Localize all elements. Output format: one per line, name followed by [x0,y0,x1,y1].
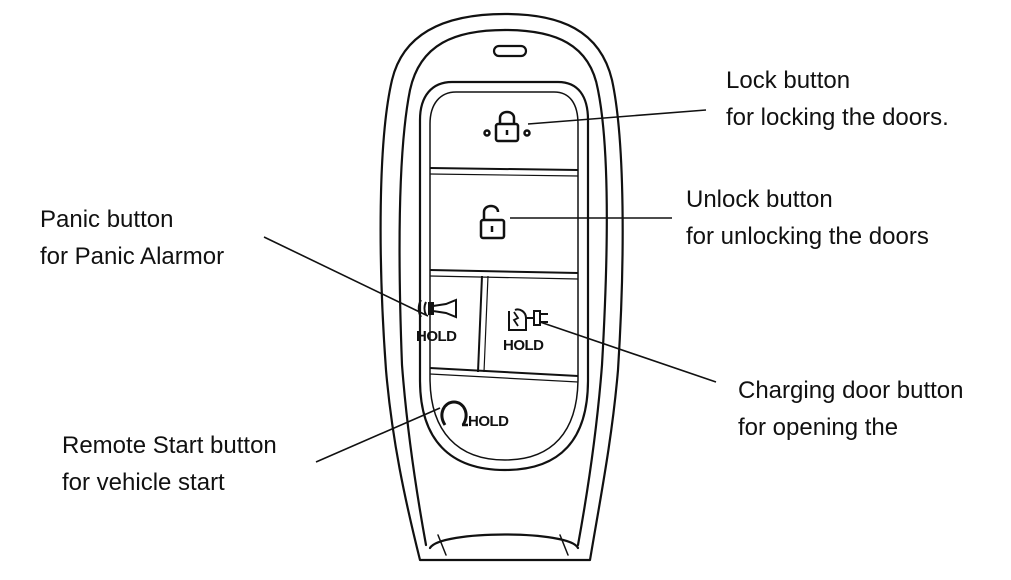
charging-callout-title: Charging door button [738,377,964,404]
panic-hold-label: HOLD [416,328,457,345]
divider-lock-unlock [429,167,579,171]
fob-led-slot [492,44,528,58]
remote-start-button[interactable]: HOLD [432,384,576,454]
leader-line-charging [539,321,717,383]
charging-callout-desc: for opening the [738,414,899,441]
panic-button[interactable]: HOLD [416,281,480,369]
lock-callout-desc: for locking the doors. [726,104,949,131]
fob-button-panel [418,80,590,472]
fob-button-panel-inner [429,91,579,461]
unlock-callout: Unlock button for unlocking the doors [686,181,929,255]
divider-panic-charge [477,275,483,373]
leader-line-remote-start [315,407,441,463]
lock-callout-title: Lock button [726,67,851,94]
remote-start-callout-title: Remote Start button [62,432,277,459]
leader-line-panic [263,236,429,317]
charging-hold-label: HOLD [503,337,544,354]
unlock-button[interactable] [432,178,576,268]
panic-callout-title: Panic button [40,206,174,233]
fob-outer-shell [379,12,624,562]
panic-callout: Panic button for Panic Alarmor [40,201,224,275]
remote-start-callout-desc: for vehicle start [62,469,225,496]
lock-button[interactable] [432,94,576,166]
leader-line-lock [527,109,707,125]
fob-key-slot [428,533,580,550]
remote-start-hold-label: HOLD [468,413,509,430]
unlock-callout-title: Unlock button [686,186,833,213]
lock-closed-icon [483,110,531,143]
power-arc-icon [440,400,468,427]
remote-start-callout: Remote Start button for vehicle start [62,427,277,501]
fob-rim-line-left [398,28,507,547]
lock-callout: Lock button for locking the doors. [726,62,949,136]
charging-door-button[interactable]: HOLD [488,281,576,373]
divider-unlock-lower [429,269,579,274]
unlock-callout-desc: for unlocking the doors [686,223,929,250]
lock-open-icon [479,204,506,240]
horn-icon [417,298,457,319]
fob-rim-line [503,28,608,547]
divider-lower-remote [429,367,579,377]
charging-callout: Charging door button for opening the [738,372,964,446]
panic-callout-desc: for Panic Alarmor [40,243,225,270]
fob-key-slot-inner [437,534,569,556]
